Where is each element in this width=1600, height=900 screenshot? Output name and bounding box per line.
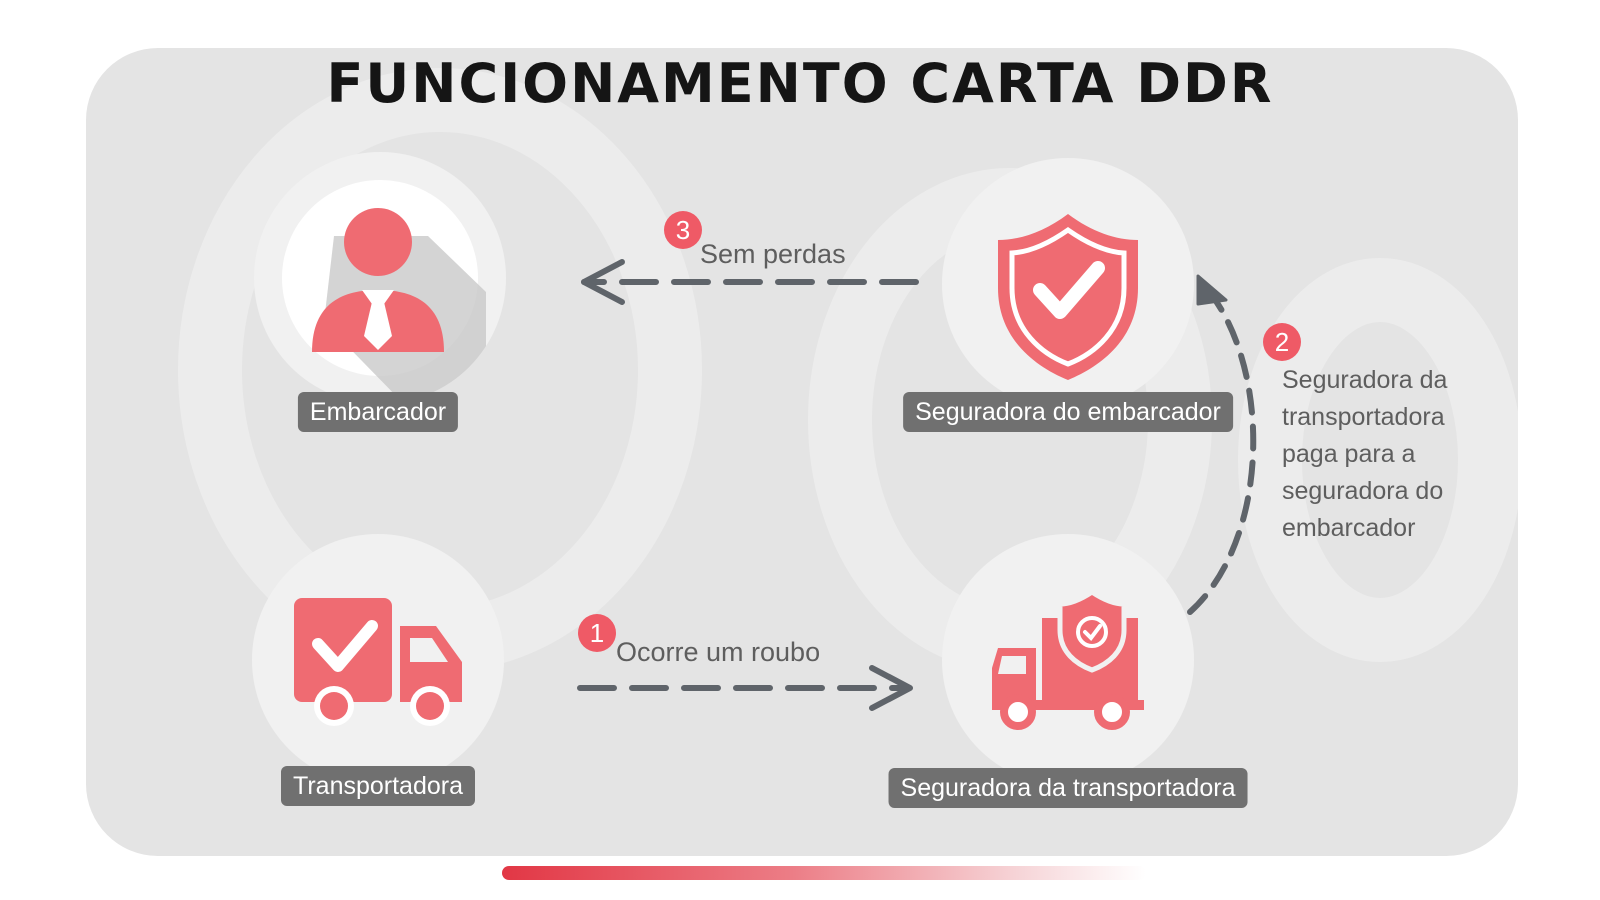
step-text-3: Sem perdas: [700, 239, 846, 269]
step-text-2-line: Seguradora da: [1282, 366, 1448, 394]
step-text-2-line: seguradora do: [1282, 477, 1444, 505]
truck-check-icon: [294, 598, 462, 726]
step-badge-2: 2: [1263, 323, 1301, 361]
arrow-step-1: [577, 665, 913, 711]
step-text-2: Seguradora da transportadora paga para a…: [1282, 362, 1482, 547]
truck-shield-icon: [992, 588, 1144, 730]
label-seguradora-transportadora: Seguradora da transportadora: [888, 768, 1248, 808]
step-text-2-line: embarcador: [1282, 514, 1416, 542]
shield-check-icon: [998, 214, 1138, 380]
node-seguradora-transportadora: [942, 534, 1194, 786]
node-transportadora: [252, 534, 504, 786]
page-title: FUNCIONAMENTO CARTA DDR: [326, 52, 1274, 115]
step-text-1: Ocorre um roubo: [616, 637, 821, 667]
label-embarcador: Embarcador: [297, 392, 459, 432]
step-text-2-line: transportadora: [1282, 403, 1445, 431]
bottom-gradient-bar: [502, 866, 1146, 880]
bg-ring-right: [1238, 258, 1518, 662]
step-badge-1: 1: [578, 614, 616, 652]
node-seguradora-embarcador: [942, 158, 1194, 410]
step-badge-3: 3: [664, 211, 702, 249]
node-embarcador: [254, 152, 506, 404]
label-transportadora: Transportadora: [281, 766, 475, 806]
arrow-step-2: [1187, 274, 1257, 615]
label-seguradora-embarcador: Seguradora do embarcador: [903, 392, 1233, 432]
person-tie-icon: [282, 180, 486, 404]
arrow-step-3: [581, 259, 919, 305]
step-text-2-line: paga para a: [1282, 440, 1416, 468]
